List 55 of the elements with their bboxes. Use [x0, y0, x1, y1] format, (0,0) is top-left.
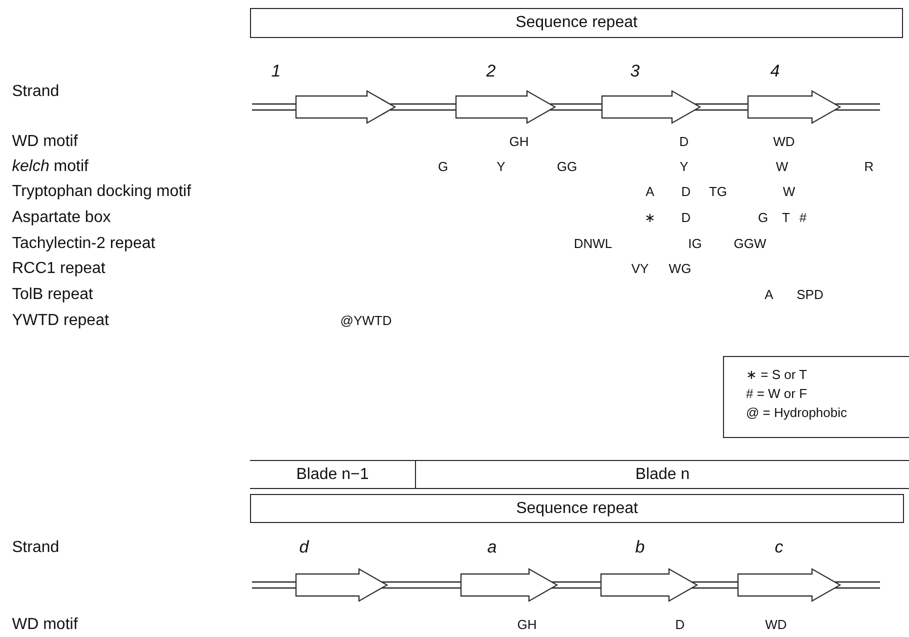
residue-label: WD	[765, 618, 787, 632]
row-label: kelch motif	[12, 158, 88, 176]
sequence-bar: Sequence repeat	[250, 494, 904, 523]
residue-label: A	[764, 288, 774, 302]
residue-label: WD	[773, 134, 795, 150]
residue-label: R	[864, 160, 874, 174]
residue-label: DNWL	[574, 236, 612, 252]
strand-number: 4	[770, 62, 780, 82]
sequence-bar: Blade n−1	[250, 460, 415, 489]
strand-number: 2	[486, 62, 496, 82]
residue-label: GG	[556, 160, 578, 174]
residue-label: ∗	[644, 210, 656, 226]
residue-label: GH	[509, 134, 529, 150]
residue-label: SPD	[796, 288, 824, 302]
row-label: Aspartate box	[12, 209, 111, 227]
row-label: WD motif	[12, 133, 78, 151]
strand-number: d	[299, 538, 309, 558]
sequence-bar: Sequence repeat	[250, 8, 903, 38]
residue-label: G	[438, 160, 448, 174]
residue-label: VY	[631, 262, 649, 276]
residue-label: GH	[517, 618, 537, 632]
residue-label: D	[681, 184, 691, 200]
residue-label: Y	[680, 160, 688, 174]
legend-entry: @ = Hydrophobic	[746, 404, 847, 422]
row-label: Tachylectin-2 repeat	[12, 235, 156, 253]
row-label: Tryptophan docking motif	[12, 183, 192, 201]
residue-label: IG	[688, 236, 702, 252]
legend-entry: # = W or F	[746, 385, 808, 403]
strand-number: c	[774, 538, 784, 558]
strand-number: b	[635, 538, 645, 558]
residue-label: GGW	[734, 236, 766, 252]
residue-label: W	[782, 184, 796, 200]
strand-number: 3	[630, 62, 640, 82]
residue-label: A	[646, 184, 654, 200]
row-label: RCC1 repeat	[12, 260, 106, 278]
residue-label: G	[758, 210, 768, 226]
residue-label: #	[799, 210, 807, 226]
legend-entry: ∗ = S or T	[746, 366, 807, 384]
strand-number: a	[487, 538, 497, 558]
row-label: Strand	[12, 83, 60, 101]
residue-label: T	[782, 210, 790, 226]
row-label: WD motif	[12, 616, 78, 634]
strand-number: 1	[271, 62, 281, 82]
row-label: Strand	[12, 539, 60, 557]
residue-label: D	[681, 210, 691, 226]
residue-label: W	[776, 160, 788, 174]
sequence-bar: Blade n	[415, 460, 909, 489]
row-label: TolB repeat	[12, 286, 93, 304]
residue-label: Y	[496, 160, 506, 174]
residue-label: @YWTD	[340, 314, 392, 328]
residue-label: D	[679, 134, 689, 150]
row-label: YWTD repeat	[12, 312, 109, 330]
residue-label: D	[675, 618, 685, 632]
residue-label: WG	[668, 262, 692, 276]
residue-label: TG	[708, 184, 728, 200]
